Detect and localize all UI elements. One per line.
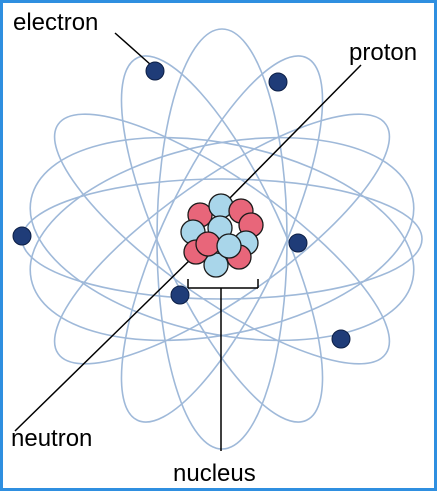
electron [331,329,351,349]
neutron [216,233,242,259]
atom-diagram [12,28,423,451]
proton-leader-line [224,64,362,204]
nucleus [180,193,264,278]
nucleus-bracket [187,279,259,451]
nucleus-label: nucleus [173,460,256,487]
electron [288,233,308,253]
electrons [12,61,351,349]
electron-leader-line [114,32,152,66]
electron [170,285,190,305]
orbit-shallow-1 [29,136,415,342]
neutron-label: neutron [11,425,93,452]
neutron-leader-line [14,254,196,432]
orbit-shallow-2 [29,136,415,342]
electron-label: electron [13,9,99,36]
orbit-steep-2 [120,55,324,423]
electron [12,226,32,246]
orbit-diagonal-1 [53,113,391,365]
proton-label: proton [349,39,418,66]
electron [268,72,288,92]
electron [145,61,165,81]
proton [195,231,221,257]
orbit-steep-1 [120,55,324,423]
